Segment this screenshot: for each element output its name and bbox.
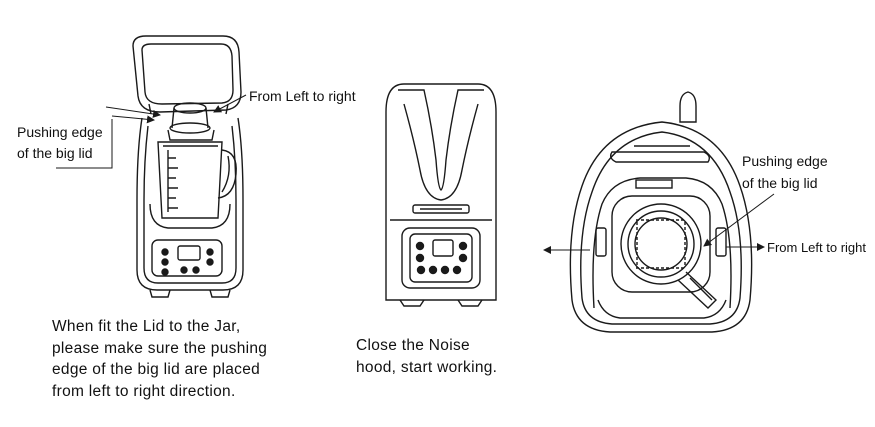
right-edge-label-line2: of the big lid — [742, 175, 818, 191]
fit-lid-line: from left to right direction. — [52, 382, 236, 400]
left-direction-label: From Left to right — [249, 88, 356, 104]
fit-lid-line: please make sure the pushing — [52, 339, 268, 357]
blender-closed-hood-drawing — [385, 83, 497, 307]
fit-lid-line: When fit the Lid to the Jar, — [52, 318, 241, 335]
right-leader-lines — [543, 193, 775, 254]
left-edge-label-line2: of the big lid — [17, 145, 93, 161]
close-hood-line: Close the Noise — [356, 337, 470, 354]
left-leader-lines — [56, 94, 247, 169]
right-edge-label-line1: Pushing edge — [742, 153, 828, 169]
right-direction-label: From Left to right — [767, 240, 866, 255]
close-hood-line: hood, start working. — [356, 358, 498, 376]
fit-lid-line: edge of the big lid are placed — [52, 361, 261, 378]
top-view-drawing — [569, 91, 753, 333]
left-edge-label-line1: Pushing edge — [17, 124, 103, 140]
close-hood-instructions: Close the Noise hood, start working. — [356, 335, 497, 378]
blender-open-hood-drawing — [132, 35, 244, 298]
fit-lid-instructions: When fit the Lid to the Jar, please make… — [52, 316, 267, 402]
